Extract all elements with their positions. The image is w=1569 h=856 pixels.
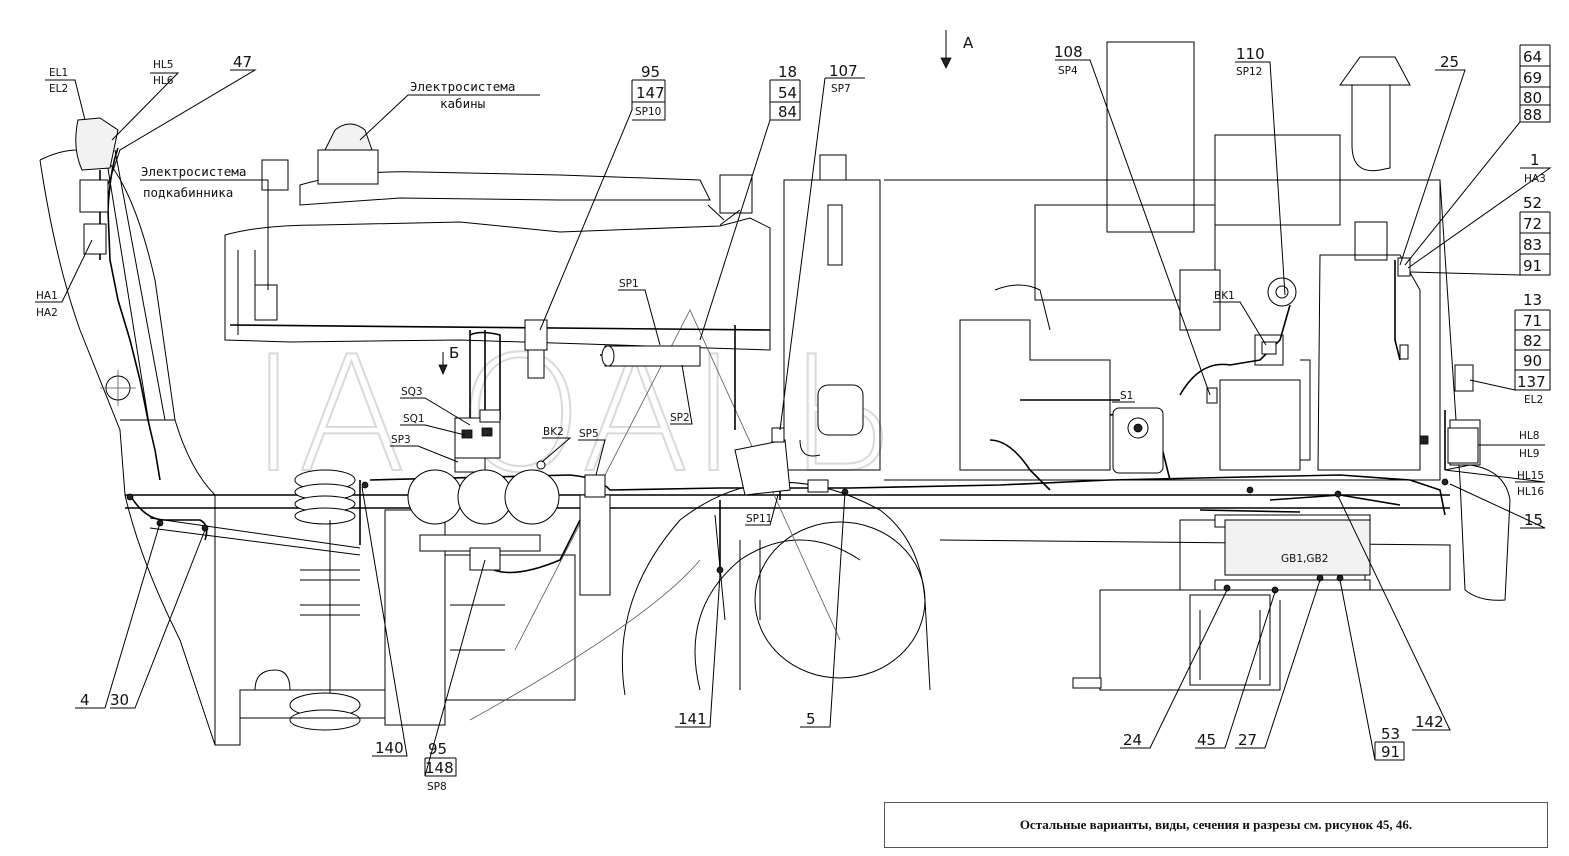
label-subcab-system-1: Электросистема xyxy=(141,164,246,179)
label-cab-system-2: кабины xyxy=(440,96,485,111)
headlight-el1 xyxy=(75,117,119,171)
label-sq1: SQ1 xyxy=(403,413,425,425)
label-hl16: HL16 xyxy=(1517,486,1544,498)
label-71: 71 xyxy=(1523,312,1542,330)
label-el1: EL1 xyxy=(49,67,68,79)
label-sp7: SP7 xyxy=(831,83,851,95)
label-el2-left: EL2 xyxy=(49,83,68,95)
label-47: 47 xyxy=(233,53,252,71)
label-90: 90 xyxy=(1523,352,1542,370)
watermark: IA OAI Ь xyxy=(249,320,899,509)
label-sp1: SP1 xyxy=(619,278,639,290)
label-hl6: HL6 xyxy=(153,75,174,87)
label-142: 142 xyxy=(1415,713,1444,731)
label-cab-system-1: Электросистема xyxy=(410,79,515,94)
label-el2-right: EL2 xyxy=(1524,394,1543,406)
label-sq3: SQ3 xyxy=(401,386,423,398)
label-4: 4 xyxy=(80,691,90,709)
label-80: 80 xyxy=(1523,89,1542,107)
watermark-text: IA OAI Ь xyxy=(250,321,898,508)
label-95-top: 95 xyxy=(641,63,660,81)
label-24: 24 xyxy=(1123,731,1142,749)
label-27: 27 xyxy=(1238,731,1257,749)
label-91-right: 91 xyxy=(1523,257,1542,275)
label-82: 82 xyxy=(1523,332,1542,350)
label-sp2: SP2 xyxy=(670,412,690,424)
label-72: 72 xyxy=(1523,215,1542,233)
label-bk2: BK2 xyxy=(543,426,564,438)
label-141: 141 xyxy=(678,710,707,728)
labels: EL1 EL2 HL5 HL6 47 Электросистема кабины… xyxy=(36,34,1546,793)
label-view-b: Б xyxy=(449,344,459,362)
label-ha2: HA2 xyxy=(36,307,58,319)
label-sp4: SP4 xyxy=(1058,65,1078,77)
label-110: 110 xyxy=(1236,45,1265,63)
label-ha1: HA1 xyxy=(36,290,58,302)
label-15: 15 xyxy=(1524,511,1543,529)
label-subcab-system-2: подкабинника xyxy=(143,185,233,200)
leader-lines xyxy=(35,30,1552,777)
label-sp5: SP5 xyxy=(579,428,599,440)
label-view-a: А xyxy=(963,34,974,52)
label-1: 1 xyxy=(1530,151,1540,169)
label-88: 88 xyxy=(1523,106,1542,124)
label-hl9: HL9 xyxy=(1519,448,1539,460)
label-s1: S1 xyxy=(1120,390,1133,402)
label-91-bottom: 91 xyxy=(1381,743,1400,761)
label-18: 18 xyxy=(778,63,797,81)
label-84: 84 xyxy=(778,103,797,121)
note-text: Остальные варианты, виды, сечения и разр… xyxy=(1019,817,1413,832)
label-bk1: BK1 xyxy=(1214,290,1235,302)
label-53: 53 xyxy=(1381,725,1400,743)
label-30: 30 xyxy=(110,691,129,709)
bk2-sensor xyxy=(536,460,546,470)
label-hl15: HL15 xyxy=(1517,470,1544,482)
label-45: 45 xyxy=(1197,731,1216,749)
label-64: 64 xyxy=(1523,48,1542,66)
label-sp10: SP10 xyxy=(635,106,661,118)
label-95-bottom: 95 xyxy=(428,740,447,758)
label-ha3: HA3 xyxy=(1524,173,1546,185)
label-108: 108 xyxy=(1054,43,1083,61)
label-147: 147 xyxy=(636,84,665,102)
label-83: 83 xyxy=(1523,236,1542,254)
label-148: 148 xyxy=(425,759,454,777)
label-hl8: HL8 xyxy=(1519,430,1539,442)
label-hl5: HL5 xyxy=(153,59,173,71)
label-25: 25 xyxy=(1440,53,1459,71)
label-107: 107 xyxy=(829,62,858,80)
label-gb: GB1,GB2 xyxy=(1281,553,1328,565)
label-sp12: SP12 xyxy=(1236,66,1262,78)
label-5: 5 xyxy=(806,710,816,728)
label-54: 54 xyxy=(778,84,797,102)
label-137: 137 xyxy=(1517,373,1546,391)
label-69: 69 xyxy=(1523,69,1542,87)
note-box: Остальные варианты, виды, сечения и разр… xyxy=(884,802,1548,848)
label-sp3: SP3 xyxy=(391,434,411,446)
label-52: 52 xyxy=(1523,194,1542,212)
label-13: 13 xyxy=(1523,291,1542,309)
label-sp8: SP8 xyxy=(427,781,447,793)
label-140: 140 xyxy=(375,739,404,757)
label-sp11: SP11 xyxy=(746,513,772,525)
